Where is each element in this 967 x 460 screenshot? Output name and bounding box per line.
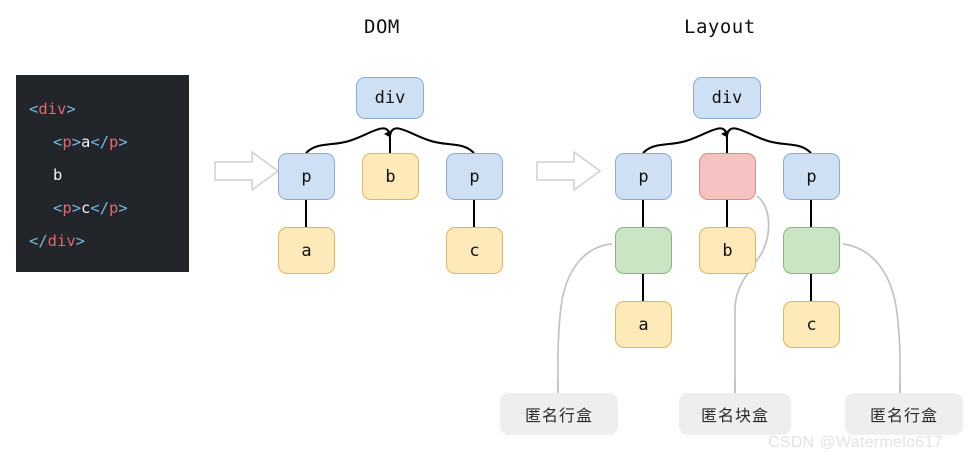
code-line-0: <div> [29,93,189,126]
code-token-tag: div [47,232,76,250]
layout-node-text-a[interactable]: a [615,301,672,348]
code-line-2: b [29,159,189,192]
code-line-1: <p>a</p> [29,126,189,159]
layout-node-p-second[interactable]: p [783,153,840,200]
html-code-panel: <div><p>a</p>b<p>c</p></div> [16,75,189,272]
layout-node-anonymous-line-left[interactable] [615,227,672,274]
code-token-tag: p [109,133,119,151]
code-token-tag: p [62,133,72,151]
code-token-punct: > [71,199,82,217]
dom-node-p-second[interactable]: p [446,153,503,200]
code-line-4: </div> [29,225,189,258]
layout-node-anonymous-line-right[interactable] [783,227,840,274]
code-token-text: c [81,199,91,217]
code-token-punct: > [71,133,82,151]
code-token-tag: p [109,199,119,217]
layout-node-text-b[interactable]: b [699,227,756,274]
code-token-punct: > [75,232,86,250]
dom-node-p-first[interactable]: p [278,153,335,200]
dom-node-text-c[interactable]: c [446,227,503,274]
dom-node-div[interactable]: div [356,77,424,119]
code-token-punct: > [118,199,128,217]
layout-node-p-first[interactable]: p [615,153,672,200]
watermark: CSDN @Watermelo617 [768,434,943,451]
callout-anonymous-line-right: 匿名行盒 [845,393,963,435]
code-token-punct: </ [29,232,48,250]
callout-anonymous-line-left: 匿名行盒 [500,393,618,435]
dom-node-text-b[interactable]: b [362,153,419,200]
flow-arrow-dom [214,151,279,191]
code-token-punct: < [29,100,39,118]
layout-section-title: Layout [684,16,756,38]
layout-node-text-c[interactable]: c [783,301,840,348]
code-token-punct: </ [90,133,110,151]
code-token-tag: p [62,199,72,217]
code-token-punct: < [53,133,63,151]
layout-node-div[interactable]: div [693,77,761,119]
dom-node-text-a[interactable]: a [278,227,335,274]
code-token-punct: > [118,133,128,151]
layout-node-anonymous-block[interactable] [699,153,756,200]
callout-anonymous-block: 匿名块盒 [679,393,791,435]
code-token-text: b [53,166,63,184]
code-token-punct: > [66,100,76,118]
code-token-tag: div [38,100,67,118]
flow-arrow-layout [536,151,601,191]
code-token-punct: < [53,199,63,217]
dom-section-title: DOM [364,16,400,38]
code-token-text: a [81,133,91,151]
code-line-3: <p>c</p> [29,192,189,225]
code-token-punct: </ [90,199,110,217]
